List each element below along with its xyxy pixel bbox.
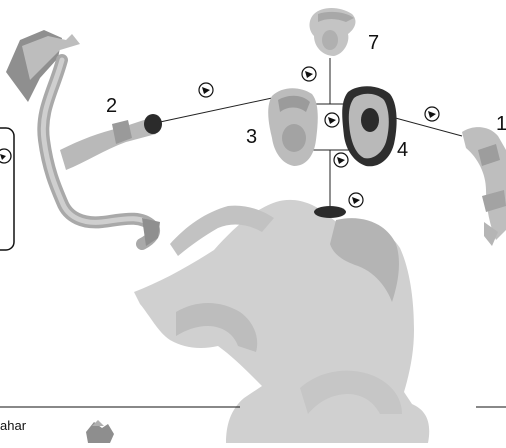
line-arm-right-to-torso (388, 116, 462, 136)
glue-drop-icon (199, 83, 213, 97)
torso-part-4 (342, 86, 396, 166)
arm-part-2 (60, 114, 162, 170)
torso-part-3 (268, 88, 318, 166)
head-part-7 (310, 8, 356, 56)
footer-caption: ahar (0, 418, 26, 433)
glue-drop-icon (334, 153, 348, 167)
glue-drop-icon (325, 113, 339, 127)
glue-drop-icon (425, 107, 439, 121)
arm-part-1 (462, 127, 506, 246)
thumbnail-figure (86, 420, 114, 443)
label-part-1: 1 (496, 114, 506, 134)
label-part-3: 3 (246, 127, 257, 147)
label-part-7: 7 (368, 33, 379, 53)
label-part-4: 4 (397, 140, 408, 160)
line-arm-left-to-torso (160, 98, 272, 122)
arm-left-socket (144, 114, 162, 134)
label-part-2: 2 (106, 96, 117, 116)
glue-drop-icon (349, 193, 363, 207)
glue-drop-icon (302, 67, 316, 81)
glue-drop-icons (199, 67, 439, 207)
base-socket (314, 206, 346, 218)
info-box-icon (0, 128, 14, 250)
